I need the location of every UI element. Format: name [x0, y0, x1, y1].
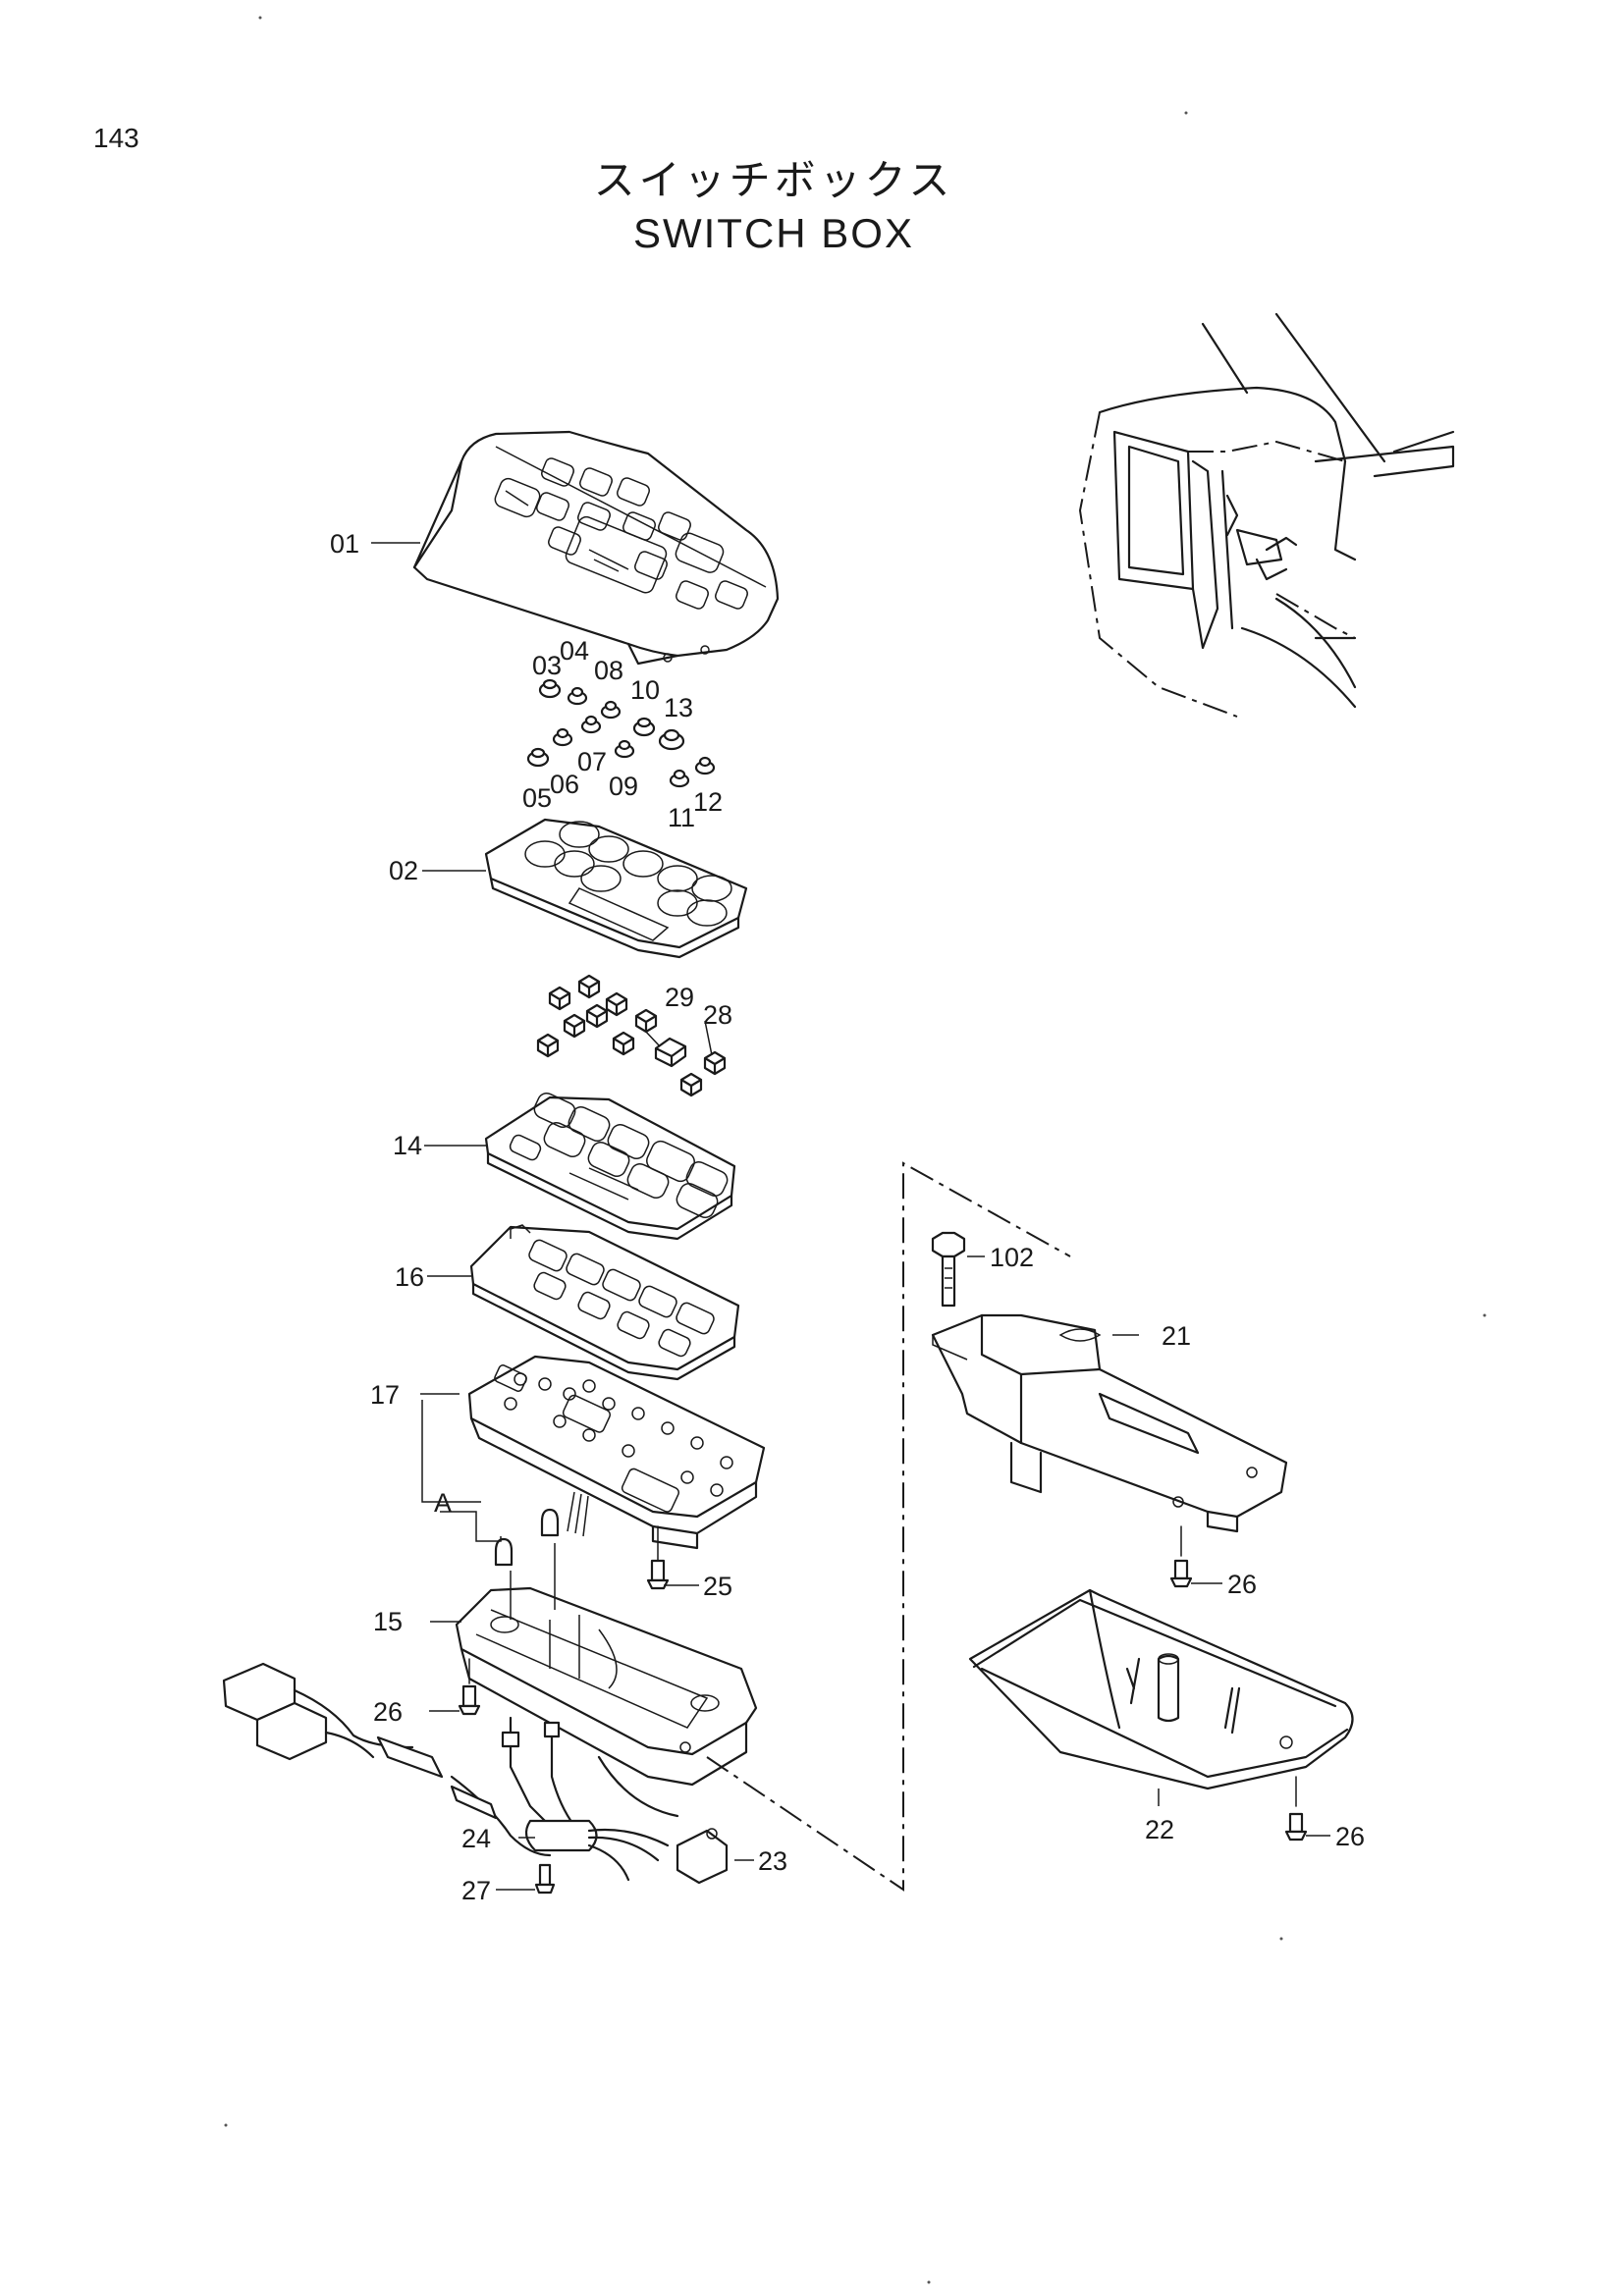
callout-17: 17 — [370, 1380, 400, 1410]
bolt-102 — [931, 1231, 966, 1308]
part-02-gasket-plate — [484, 818, 748, 959]
callout-28: 28 — [703, 1000, 732, 1030]
screw-27 — [534, 1863, 556, 1895]
callout-11: 11 — [668, 803, 695, 832]
screw-26-right — [1284, 1776, 1308, 1842]
callout-09: 09 — [609, 772, 638, 801]
part-17-circuit-board — [467, 1355, 766, 1550]
callout-23: 23 — [758, 1846, 787, 1876]
callout-26-left: 26 — [373, 1697, 403, 1727]
callout-labels: 01 02 03 04 05 06 07 08 09 10 11 12 13 1… — [330, 529, 1365, 1905]
callout-10: 10 — [630, 675, 660, 705]
screw-25 — [646, 1525, 670, 1590]
callout-05: 05 — [522, 783, 552, 813]
callout-07: 07 — [577, 747, 607, 776]
part-14-rubber-keypad — [484, 1092, 736, 1241]
callout-01: 01 — [330, 529, 359, 559]
part-15-lower-case — [455, 1543, 758, 1787]
part-23-clip — [676, 1828, 729, 1885]
callout-12: 12 — [693, 787, 723, 817]
callout-A: A — [434, 1488, 452, 1518]
callout-16: 16 — [395, 1262, 424, 1292]
page-number: 143 — [93, 123, 139, 153]
switch-knobs-group — [526, 678, 716, 788]
callout-03: 03 — [532, 651, 562, 680]
wire-harness-left — [222, 1662, 552, 1857]
callout-26-middle: 26 — [1227, 1570, 1257, 1599]
cab-location-sketch — [1078, 312, 1455, 718]
scan-specks — [224, 16, 1487, 2284]
title-english: SWITCH BOX — [633, 210, 914, 256]
bulbs-A — [494, 1508, 560, 1567]
title-japanese: スイッチボックス — [594, 156, 954, 204]
part-01-switch-panel-cover — [412, 430, 780, 666]
callout-02: 02 — [389, 856, 418, 885]
part-24-connector — [501, 1716, 679, 1882]
part-22-cover — [968, 1588, 1354, 1790]
callout-15: 15 — [373, 1607, 403, 1636]
screw-26-left — [458, 1658, 481, 1716]
reference-line-case-to-bracket — [706, 1161, 1071, 1892]
part-21-bracket — [931, 1313, 1288, 1533]
callout-22: 22 — [1145, 1815, 1174, 1844]
callout-04: 04 — [560, 636, 589, 666]
callout-08: 08 — [594, 656, 623, 685]
callout-25: 25 — [703, 1572, 732, 1601]
callout-21: 21 — [1162, 1321, 1191, 1351]
callout-27: 27 — [461, 1876, 491, 1905]
rubber-pieces-group — [536, 974, 727, 1097]
leader-lines — [371, 542, 1330, 1891]
callout-13: 13 — [664, 693, 693, 722]
callout-29: 29 — [665, 983, 694, 1012]
callout-14: 14 — [393, 1131, 422, 1160]
callout-102: 102 — [990, 1243, 1034, 1272]
callout-06: 06 — [550, 770, 579, 799]
callout-24: 24 — [461, 1824, 491, 1853]
callout-26-right: 26 — [1335, 1822, 1365, 1851]
part-16-key-frame — [469, 1224, 740, 1381]
screw-26-middle — [1169, 1525, 1193, 1588]
